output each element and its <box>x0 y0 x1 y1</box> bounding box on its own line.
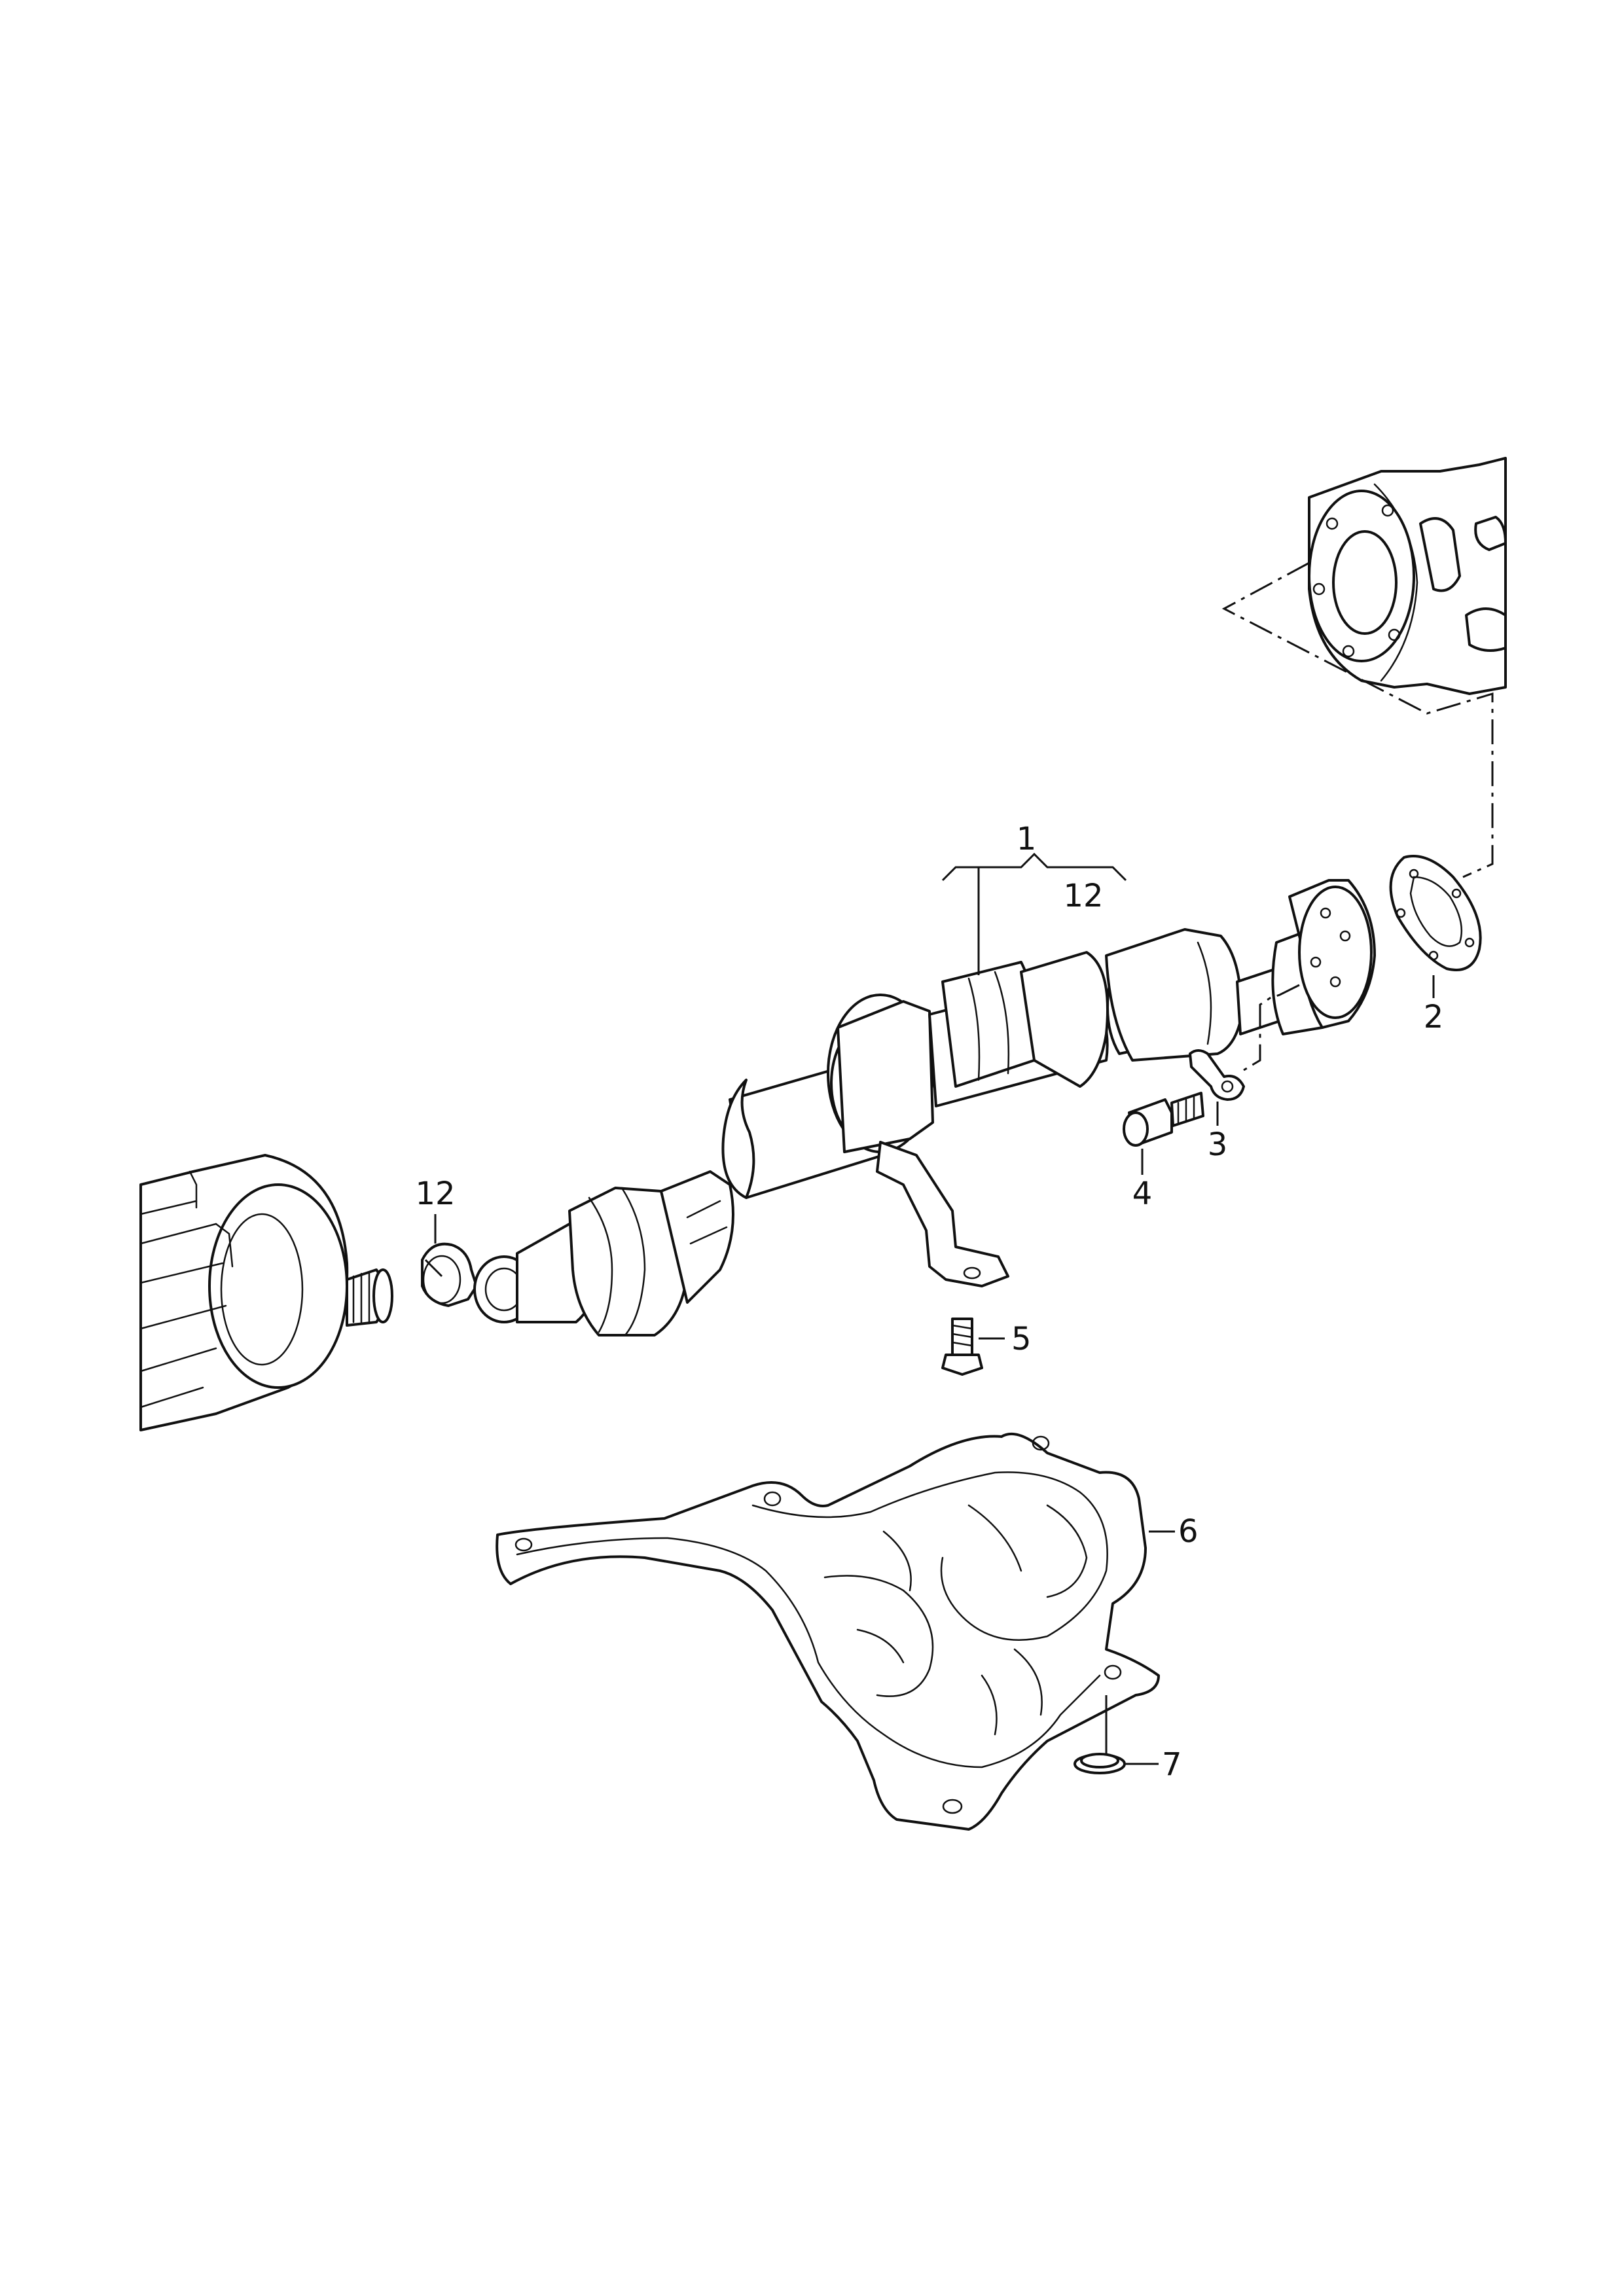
lock-plate-3 <box>1189 1049 1245 1126</box>
bolt-4 <box>1123 1092 1204 1175</box>
clamp-12-left <box>421 1214 478 1307</box>
center-bearing <box>827 994 1009 1287</box>
heat-shield-6 <box>496 1432 1175 1831</box>
transmission-housing <box>139 1154 349 1431</box>
callout-4: 4 <box>1132 1175 1153 1212</box>
nut-7 <box>1074 1695 1159 1774</box>
callout-1: 1 <box>1017 821 1037 857</box>
rear-cv-joint <box>1105 879 1376 1062</box>
callout-7: 7 <box>1162 1746 1182 1783</box>
front-cv-joint <box>473 1170 734 1336</box>
callout-leaders <box>941 852 1127 975</box>
callout-3: 3 <box>1208 1126 1228 1163</box>
callout-5: 5 <box>1011 1321 1032 1357</box>
bolt-5 <box>941 1318 1005 1376</box>
callout-12-top: 12 <box>1063 878 1103 914</box>
callout-6: 6 <box>1178 1513 1199 1550</box>
rear-differential-housing <box>1308 457 1507 695</box>
alignment-lines <box>1221 562 1494 1071</box>
callout-2: 2 <box>1424 999 1444 1035</box>
gearbox-output-spline <box>346 1268 393 1327</box>
callout-12-left: 12 <box>415 1175 455 1212</box>
gasket-2 <box>1389 855 1482 998</box>
